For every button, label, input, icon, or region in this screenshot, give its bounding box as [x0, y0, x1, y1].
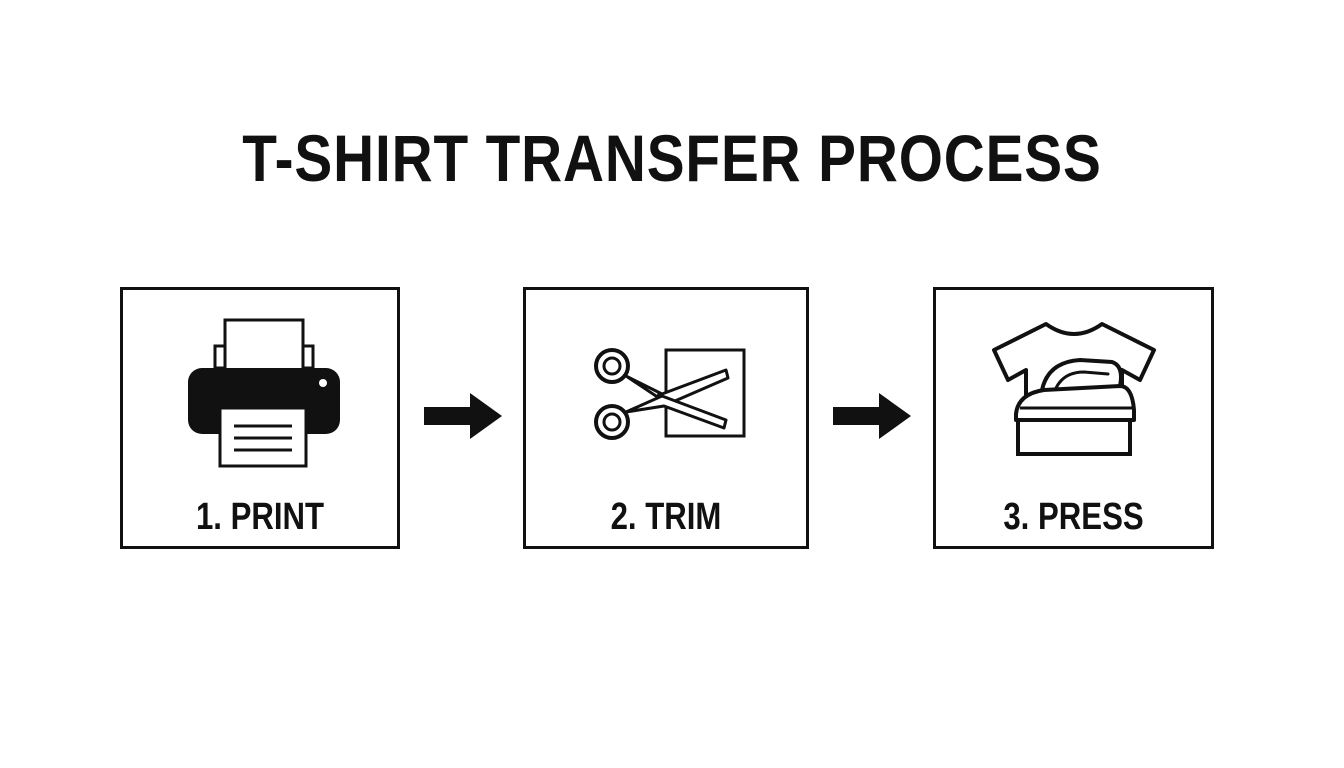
step-trim: 2. TRIM	[523, 287, 809, 549]
printer-icon	[123, 310, 397, 480]
step-print: 1. PRINT	[120, 287, 400, 549]
step-label-press: 3. PRESS	[1003, 496, 1144, 538]
arrow-right-icon	[833, 393, 913, 439]
arrow-right-icon	[424, 393, 504, 439]
scissors-icon	[526, 310, 806, 480]
step-label-trim: 2. TRIM	[610, 496, 722, 538]
diagram-title: T-SHIRT TRANSFER PROCESS	[242, 121, 1102, 195]
step-press: 3. PRESS	[933, 287, 1214, 549]
iron-tshirt-icon	[936, 310, 1211, 480]
step-label-print: 1. PRINT	[195, 496, 325, 538]
